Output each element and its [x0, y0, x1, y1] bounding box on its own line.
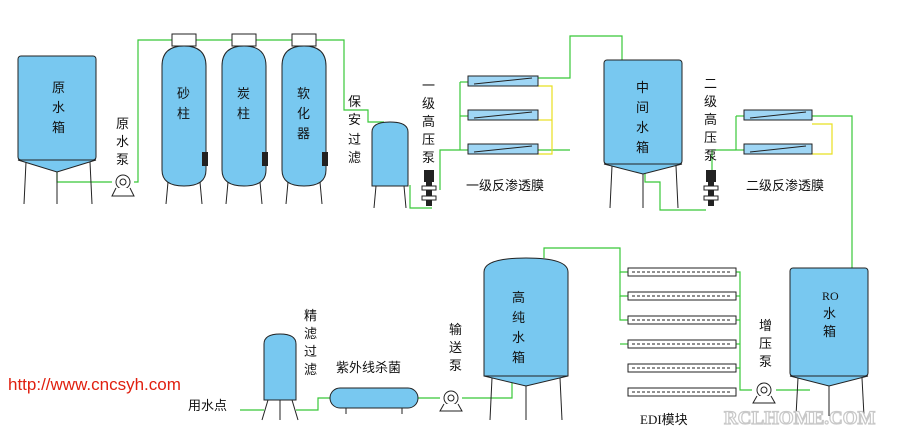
- uv-sterilizer: 紫外线杀菌: [329, 361, 419, 414]
- hp2-label-5: 泵: [704, 149, 717, 164]
- pure-tank-label-3: 水: [512, 331, 525, 346]
- ro-tank-label-2: 水: [823, 307, 836, 322]
- edi-label: EDI模块: [640, 412, 688, 427]
- raw-pump-label-1: 原: [116, 117, 129, 132]
- security-label-3: 过: [348, 133, 361, 148]
- delivery-label-3: 泵: [449, 359, 462, 374]
- raw-pump-label-3: 泵: [116, 153, 129, 168]
- security-filter: 保 安 过 滤: [348, 95, 409, 209]
- raw-water-tank: 原 水 箱: [17, 55, 97, 205]
- hp-pump-1: 一 级 高 压 泵: [421, 79, 437, 206]
- sand-label-1: 砂: [177, 87, 190, 102]
- softener-label-1: 软: [297, 87, 310, 102]
- boost-label-3: 泵: [759, 355, 772, 370]
- mid-tank-label-1: 中: [636, 81, 649, 96]
- hp1-label-3: 高: [422, 114, 435, 130]
- watermark: RCLHOME.COM: [724, 408, 876, 429]
- edi-modules: EDI模块: [627, 267, 737, 427]
- delivery-label-1: 输: [449, 322, 462, 338]
- fine-label-4: 滤: [304, 363, 317, 378]
- raw-tank-label-2: 水: [52, 101, 65, 116]
- hp2-label-2: 级: [704, 95, 717, 110]
- ro2-label: 二级反渗透膜: [746, 179, 824, 194]
- security-label-2: 安: [348, 113, 361, 128]
- sand-label-2: 柱: [177, 107, 190, 122]
- use-point-label: 用水点: [188, 399, 227, 414]
- ro2-membranes: 二级反渗透膜: [743, 109, 824, 194]
- fine-filter: 精 滤 过 滤: [261, 309, 317, 421]
- ro1-label: 一级反渗透膜: [466, 179, 544, 194]
- carbon-column: 炭 柱: [221, 33, 268, 205]
- mid-tank-label-3: 水: [636, 121, 649, 136]
- mid-tank: 中 间 水 箱: [603, 59, 683, 209]
- raw-pump-label-2: 水: [116, 135, 129, 150]
- fine-label-2: 滤: [304, 327, 317, 342]
- hp1-label-4: 压: [422, 133, 435, 148]
- ro1-membranes: 一级反渗透膜: [466, 75, 544, 194]
- ro-tank: RO 水 箱: [789, 267, 869, 417]
- hp-pump-2: 二 级 高 压 泵: [703, 77, 719, 206]
- pure-tank-label-4: 箱: [512, 350, 525, 366]
- security-label-1: 保: [348, 95, 361, 110]
- hp1-label-1: 一: [422, 79, 435, 94]
- boost-pump: 增 压 泵: [752, 319, 776, 404]
- raw-tank-label-3: 箱: [52, 120, 65, 136]
- carbon-label-1: 炭: [237, 87, 250, 102]
- hp1-label-5: 泵: [422, 151, 435, 166]
- uv-label: 紫外线杀菌: [336, 361, 401, 376]
- hp1-label-2: 级: [422, 97, 435, 112]
- mid-tank-label-4: 箱: [636, 140, 649, 156]
- pure-tank-label-2: 纯: [512, 311, 525, 326]
- mid-tank-label-2: 间: [636, 101, 649, 116]
- softener-column: 软 化 器: [281, 33, 328, 205]
- fine-label-1: 精: [304, 309, 317, 324]
- hp2-label-1: 二: [704, 77, 717, 92]
- ro-tank-label-1: RO: [822, 289, 839, 303]
- softener-label-2: 化: [297, 107, 310, 122]
- boost-label-1: 增: [759, 319, 772, 334]
- pure-tank-label-1: 高: [512, 290, 525, 306]
- pure-water-tank: 高 纯 水 箱: [483, 257, 569, 421]
- raw-pump: 原 水 泵: [111, 117, 135, 197]
- carbon-label-2: 柱: [237, 107, 250, 122]
- security-label-4: 滤: [348, 151, 361, 166]
- fine-label-3: 过: [304, 345, 317, 360]
- delivery-pump: 输 送 泵: [439, 322, 463, 412]
- hp2-label-3: 高: [704, 112, 717, 128]
- hp2-label-4: 压: [704, 131, 717, 146]
- pipe-network: [56, 35, 853, 411]
- softener-label-3: 器: [297, 127, 310, 142]
- ro-tank-label-3: 箱: [823, 324, 836, 340]
- delivery-label-2: 送: [449, 341, 462, 356]
- website-url: http://www.cncsyh.com: [8, 375, 181, 394]
- boost-label-2: 压: [759, 337, 772, 352]
- sand-column: 砂 柱: [161, 33, 208, 205]
- raw-tank-label-1: 原: [52, 81, 65, 96]
